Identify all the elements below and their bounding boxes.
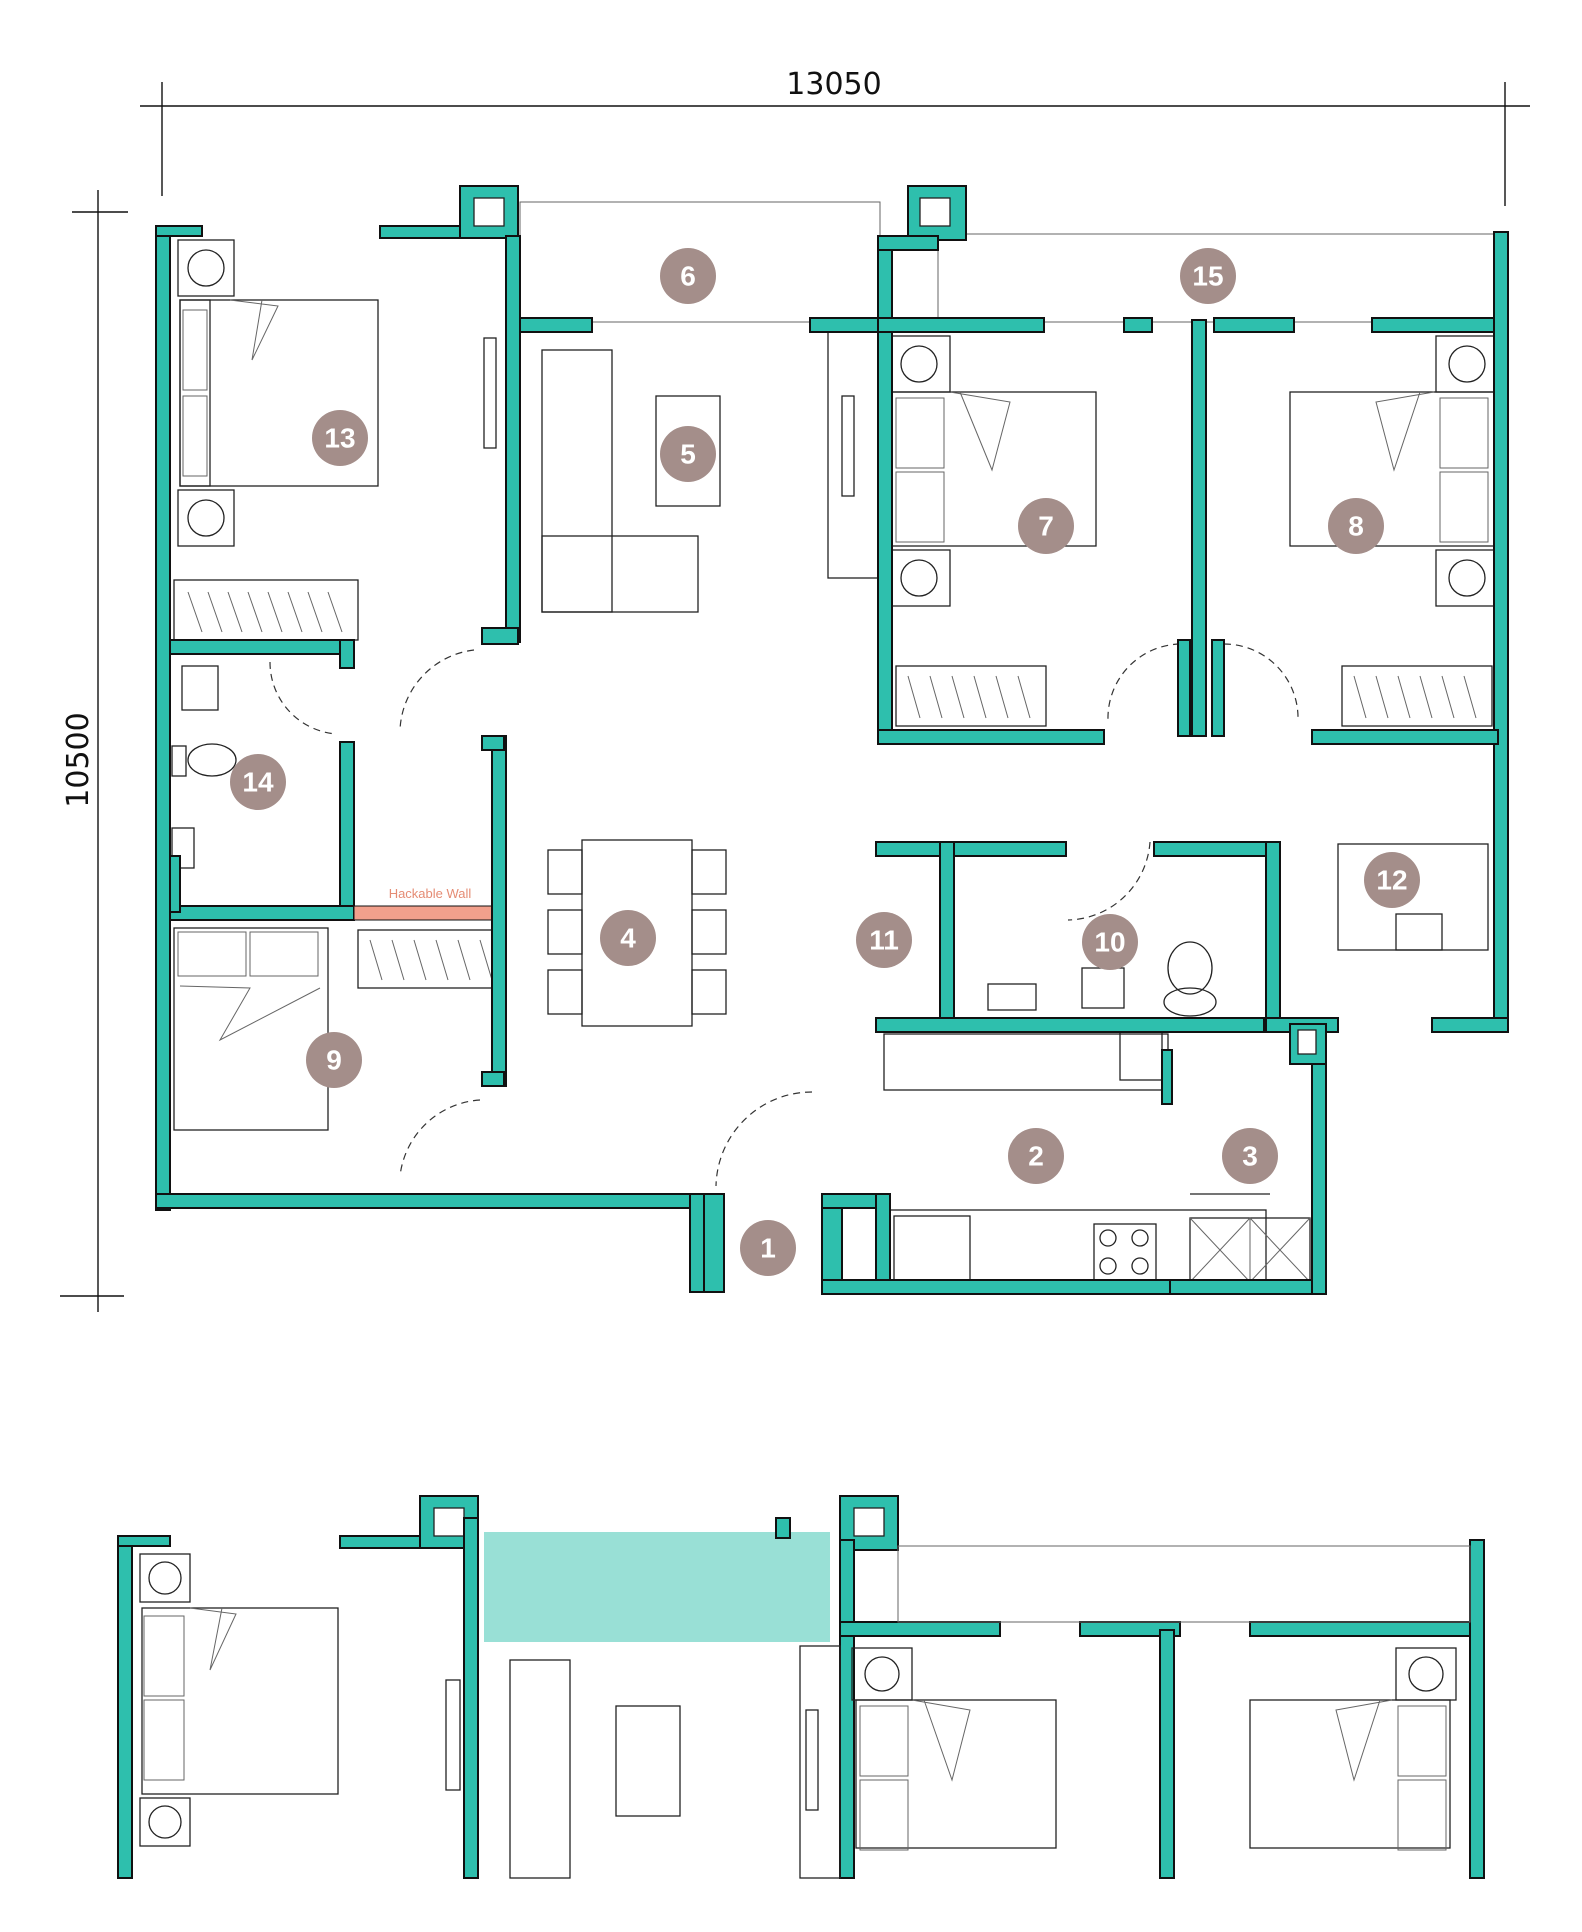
room-badge-1: 1 [740,1220,796,1276]
doors-upper [269,643,1299,1195]
walls-upper: Hackable Wall [155,185,1509,1295]
room-badge-11: 11 [856,912,912,968]
room-badge-10: 10 [1082,914,1138,970]
room-label-1: 1 [760,1233,776,1264]
room-badge-9: 9 [306,1032,362,1088]
furniture-upper [171,201,1499,1291]
dimension-width: 13050 [140,67,1530,206]
alternative-layout [117,1495,1485,1879]
room-badge-15: 15 [1180,248,1236,304]
hackable-wall-label: Hackable Wall [389,886,472,901]
room-label-6: 6 [680,261,696,292]
room-badge-2: 2 [1008,1128,1064,1184]
room-badge-4: 4 [600,910,656,966]
dimension-height: 10500 [60,190,128,1312]
room-badges: 1 2 3 4 5 6 7 8 9 10 11 12 13 14 15 [230,248,1420,1276]
dimension-width-label: 13050 [786,67,881,102]
room-badge-6: 6 [660,248,716,304]
room-badge-8: 8 [1328,498,1384,554]
room-badge-14: 14 [230,754,286,810]
room-label-9: 9 [326,1045,342,1076]
room-label-7: 7 [1038,511,1054,542]
room-badge-5: 5 [660,426,716,482]
room-badge-7: 7 [1018,498,1074,554]
room-label-11: 11 [869,925,899,956]
extended-living-area [484,1532,830,1642]
room-label-10: 10 [1094,927,1125,958]
room-label-8: 8 [1348,511,1364,542]
room-label-15: 15 [1192,261,1223,292]
room-label-4: 4 [620,923,636,954]
room-label-13: 13 [324,423,355,454]
dimension-height-label: 10500 [61,712,96,807]
room-badge-13: 13 [312,410,368,466]
wall-segment [155,225,171,1211]
hackable-wall [353,905,507,921]
room-label-14: 14 [242,767,274,798]
room-badge-3: 3 [1222,1128,1278,1184]
room-badge-12: 12 [1364,852,1420,908]
room-label-12: 12 [1376,865,1407,896]
room-label-3: 3 [1242,1141,1258,1172]
room-label-2: 2 [1028,1141,1044,1172]
room-label-5: 5 [680,439,696,470]
